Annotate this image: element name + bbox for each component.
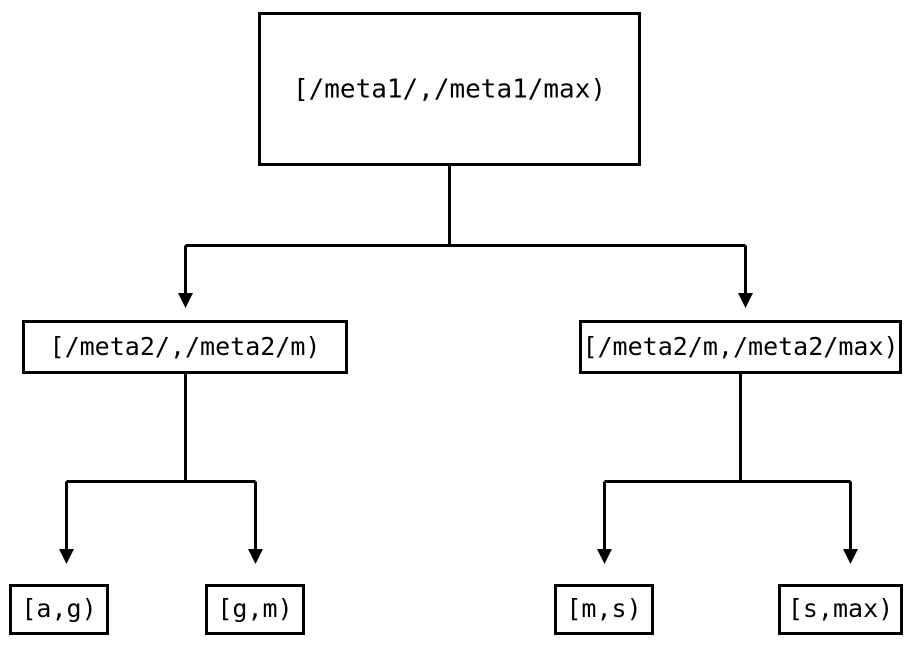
node-mid-right[interactable]: [/meta2/m,/meta2/max) (579, 320, 902, 374)
node-leaf-3-box (554, 584, 654, 635)
node-root[interactable]: [/meta1/,/meta1/max) (258, 12, 641, 166)
edge-group-mid-right (597, 374, 858, 564)
arrow-head-mid-right (738, 293, 753, 308)
node-mid-left-label: [/meta2/,/meta2/m) (50, 332, 321, 361)
arrow-head-mid-left (178, 293, 193, 308)
arrow-head-leaf-4 (843, 549, 858, 564)
node-leaf-4[interactable]: [s,max) (778, 584, 903, 635)
node-leaf-4-box (778, 584, 903, 635)
node-leaf-4-label: [s,max) (788, 594, 893, 623)
edge-group-mid-left (59, 374, 263, 564)
node-leaf-2-box (205, 584, 305, 635)
arrow-head-leaf-3 (597, 549, 612, 564)
node-root-label: [/meta1/,/meta1/max) (293, 75, 606, 105)
node-leaf-1-box (9, 584, 109, 635)
node-leaf-2[interactable]: [g,m) (205, 584, 305, 635)
node-leaf-3[interactable]: [m,s) (554, 584, 654, 635)
node-root-box (258, 12, 641, 166)
arrow-head-leaf-1 (59, 549, 74, 564)
node-mid-right-box (579, 320, 902, 374)
node-leaf-1-label: [a,g) (21, 594, 96, 623)
node-leaf-1[interactable]: [a,g) (9, 584, 109, 635)
node-mid-right-label: [/meta2/m,/meta2/max) (582, 332, 898, 361)
node-mid-left[interactable]: [/meta2/,/meta2/m) (22, 320, 348, 374)
node-mid-left-box (22, 320, 348, 374)
node-leaf-3-label: [m,s) (566, 594, 641, 623)
edge-group-root (178, 166, 753, 308)
node-leaf-2-label: [g,m) (217, 594, 292, 623)
arrow-head-leaf-2 (248, 549, 263, 564)
